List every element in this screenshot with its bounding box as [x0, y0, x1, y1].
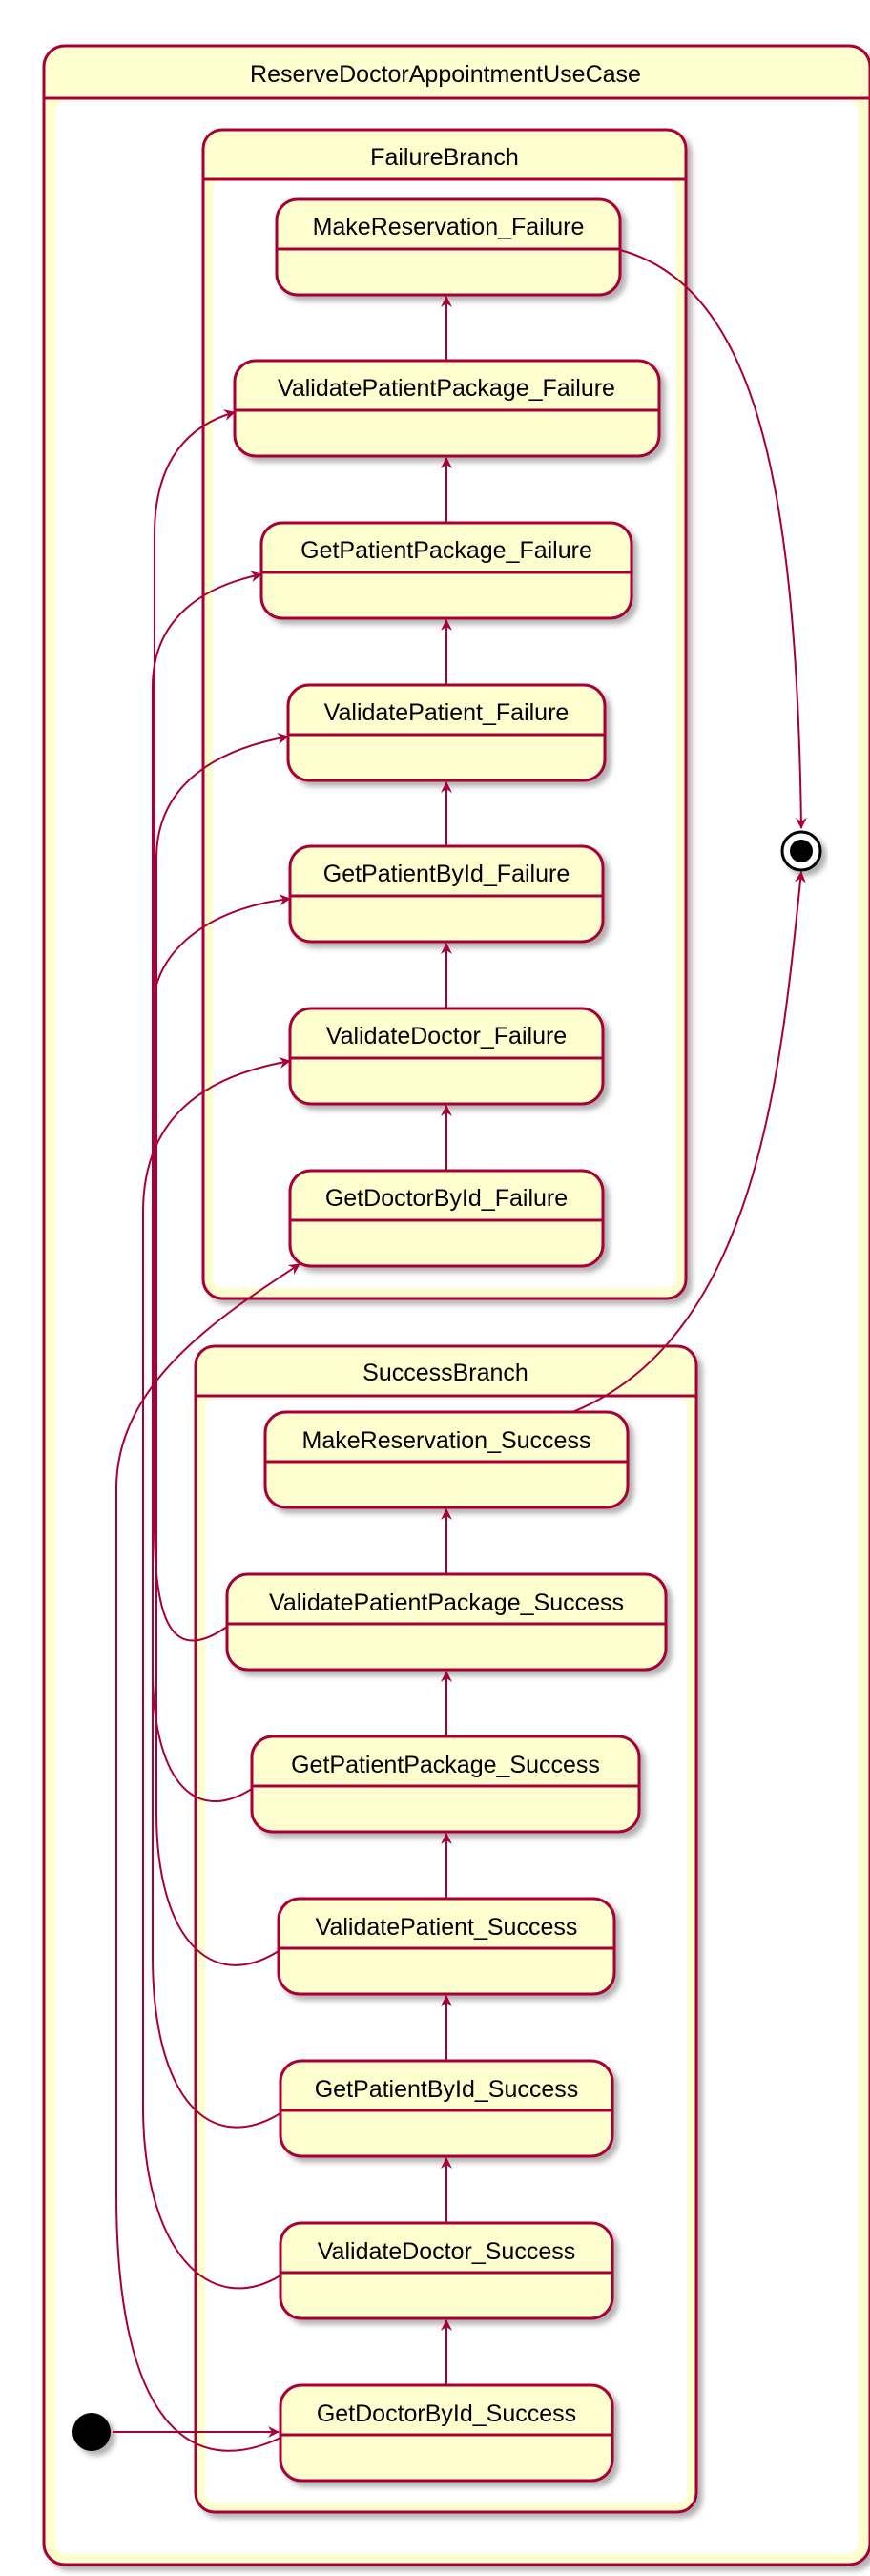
state-get-patient-by-id-success: GetPatientById_Success [279, 2059, 614, 2158]
state-make-reservation-failure: MakeReservation_Failure [275, 197, 622, 297]
state-validate-doctor-success: ValidateDoctor_Success [279, 2221, 614, 2320]
success-branch-title: SuccessBranch [362, 1360, 528, 1386]
state-label: GetPatientPackage_Failure [300, 537, 592, 564]
state-label: ValidatePatient_Failure [324, 699, 570, 726]
arrow-success-to-final [571, 871, 806, 1413]
state-label: GetPatientById_Failure [323, 861, 570, 887]
arrow-s-validatedoctor-to-f-validatedoctor [141, 1056, 291, 2290]
arrow-s-getdoctor-to-f-getdoctor [115, 1263, 300, 2452]
arrow-s-validatepackage-to-f-validatepackage [154, 409, 236, 1642]
state-label: MakeReservation_Success [302, 1427, 591, 1454]
arrow-s-getpatient-to-f-getpatient [152, 894, 291, 2129]
state-label: ValidateDoctor_Success [318, 2238, 576, 2265]
state-get-patient-package-failure: GetPatientPackage_Failure [259, 521, 633, 620]
state-validate-doctor-failure: ValidateDoctor_Failure [288, 1007, 605, 1106]
state-make-reservation-success: MakeReservation_Success [263, 1410, 630, 1509]
state-label: ValidatePatientPackage_Failure [278, 375, 615, 402]
arrow-fail-to-final [619, 249, 807, 829]
state-label: ValidateDoctor_Failure [326, 1023, 567, 1049]
state-label: ValidatePatientPackage_Success [269, 1589, 624, 1616]
state-get-doctor-by-id-success: GetDoctorById_Success [279, 2383, 614, 2483]
transitions [113, 249, 807, 2452]
state-get-doctor-by-id-failure: GetDoctorById_Failure [288, 1169, 605, 1268]
state-label: GetPatientPackage_Success [291, 1752, 600, 1778]
initial-state [72, 2413, 111, 2451]
arrow-s-validatepatient-to-f-validatepatient [155, 733, 289, 1966]
state-validate-patient-package-failure: ValidatePatientPackage_Failure [233, 359, 661, 458]
failure-branch-title: FailureBranch [370, 144, 519, 171]
state-label: GetDoctorById_Success [317, 2400, 576, 2427]
diagram-title: ReserveDoctorAppointmentUseCase [250, 61, 641, 88]
state-validate-patient-package-success: ValidatePatientPackage_Success [225, 1572, 668, 1672]
arrow-s-getpackage-to-f-getpackage [152, 571, 262, 1802]
state-validate-patient-failure: ValidatePatient_Failure [286, 683, 607, 782]
state-validate-patient-success: ValidatePatient_Success [277, 1897, 616, 1996]
state-label: ValidatePatient_Success [316, 1914, 578, 1941]
final-state [780, 830, 822, 872]
state-get-patient-by-id-failure: GetPatientById_Failure [288, 844, 605, 944]
state-label: GetDoctorById_Failure [325, 1185, 568, 1212]
state-label: GetPatientById_Success [315, 2076, 579, 2103]
state-get-patient-package-success: GetPatientPackage_Success [250, 1735, 641, 1834]
state-label: MakeReservation_Failure [313, 214, 585, 240]
